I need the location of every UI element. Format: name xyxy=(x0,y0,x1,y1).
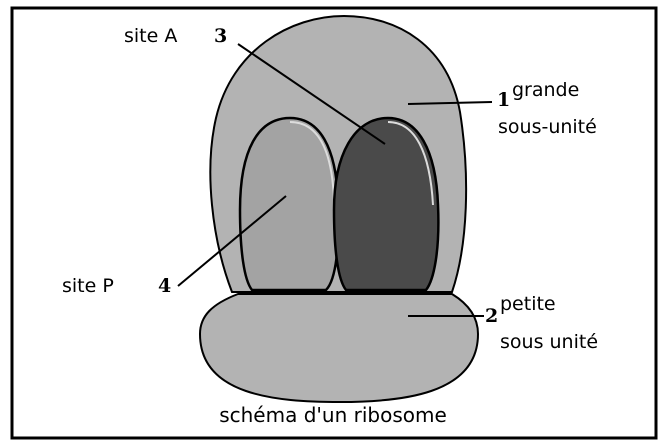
label-grande-line1: grande xyxy=(512,79,579,101)
site-a-shape xyxy=(334,118,438,290)
label-site-p: site P xyxy=(62,275,114,297)
label-petite-line2: sous unité xyxy=(500,331,598,353)
label-petite-number: 2 xyxy=(485,305,498,327)
label-grande-number: 1 xyxy=(497,89,510,111)
label-site-a-number: 3 xyxy=(214,25,227,47)
label-site-p-number: 4 xyxy=(158,275,171,297)
label-site-a: site A xyxy=(124,25,177,47)
small-subunit-shape xyxy=(200,294,478,402)
label-petite-line1: petite xyxy=(500,293,556,315)
diagram-caption: schéma d'un ribosome xyxy=(219,403,447,427)
label-grande-line2: sous-unité xyxy=(498,116,597,138)
